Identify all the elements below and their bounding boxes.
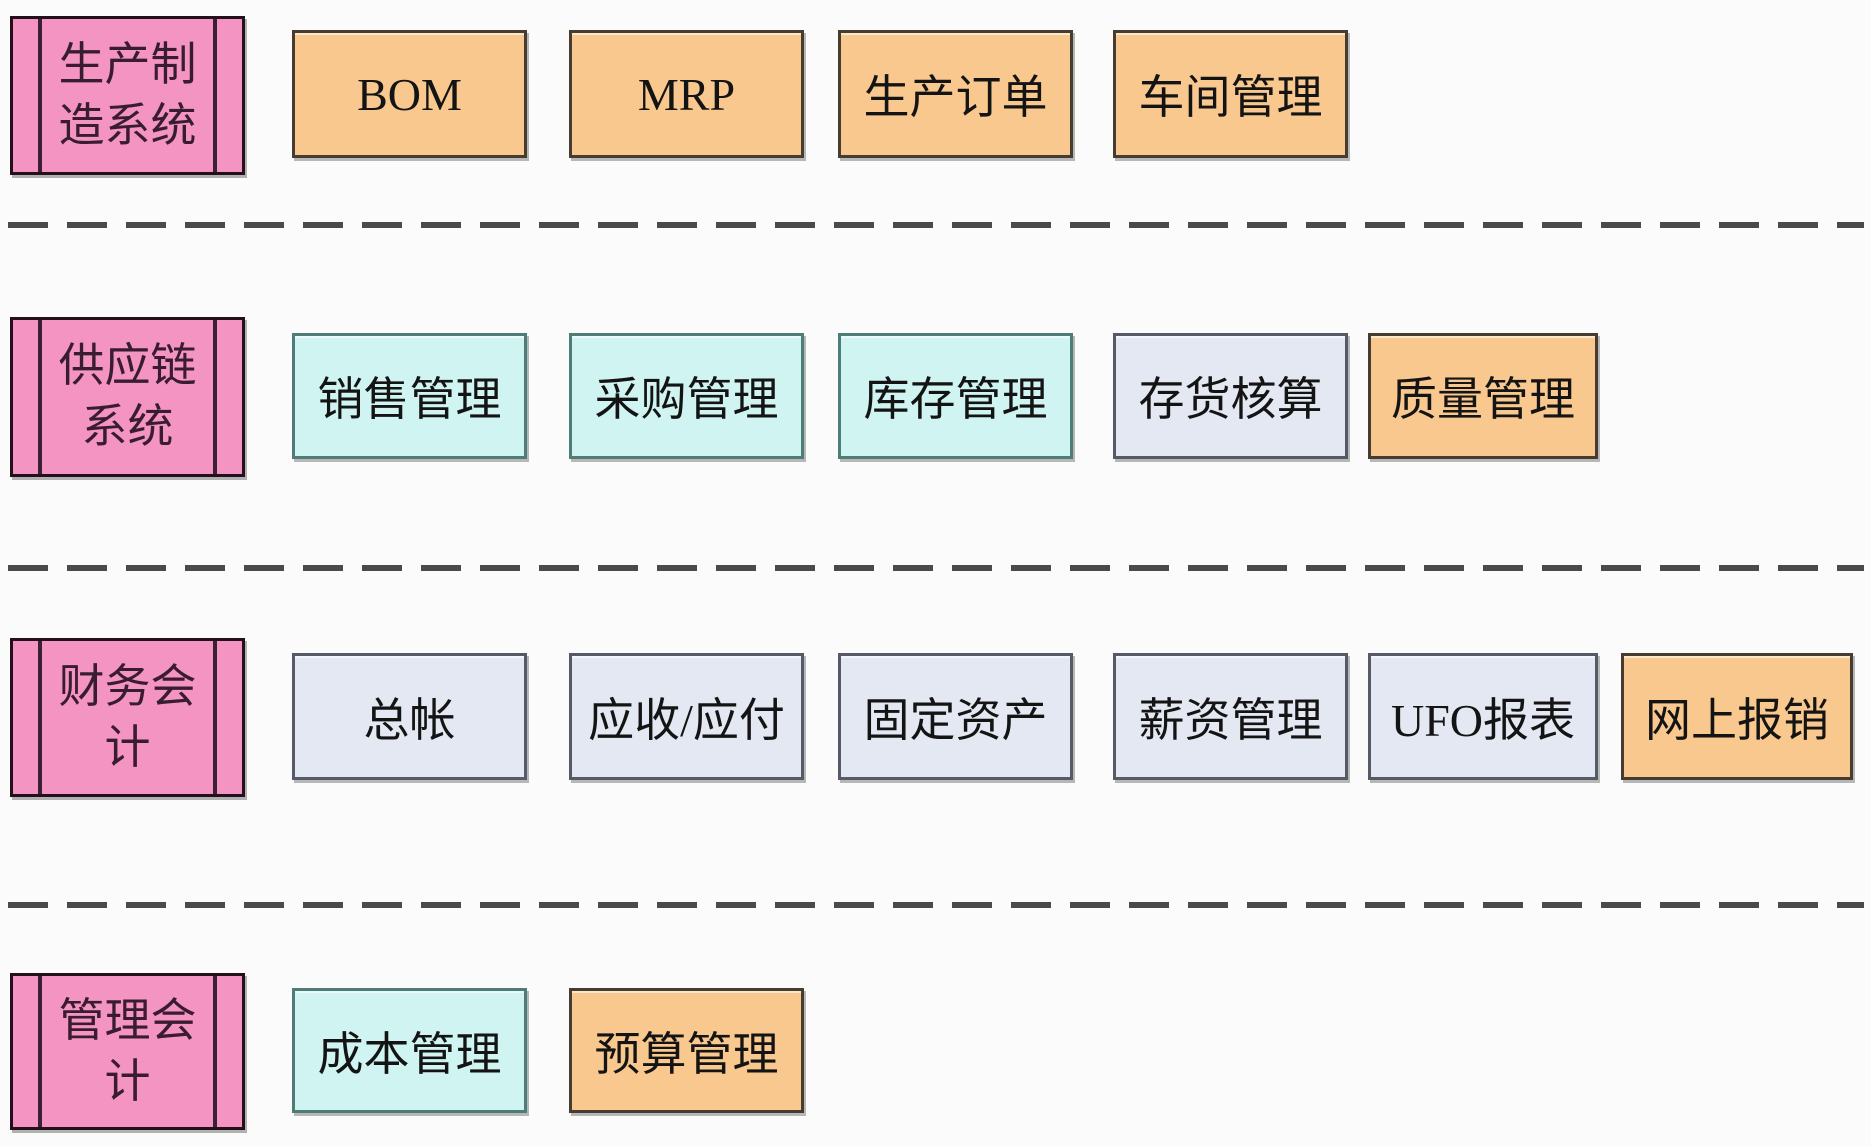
system-box-supply-chain: 供应链 系统: [10, 317, 245, 477]
module-label: 存货核算: [1138, 374, 1323, 425]
module-label: 总帐: [363, 694, 456, 746]
module-label: 库存管理: [863, 374, 1048, 425]
module-label: 网上报销: [1645, 694, 1829, 746]
system-label-line: 计: [104, 1055, 151, 1107]
module-label: 质量管理: [1391, 374, 1575, 425]
system-box-management-accounting: 管理会 计: [10, 973, 245, 1130]
system-label-line: 系统: [81, 401, 174, 452]
module-mrp: MRP: [569, 30, 804, 158]
system-label-line: 供应链: [58, 340, 197, 392]
module-payroll-management: 薪资管理: [1113, 653, 1348, 780]
module-label: 车间管理: [1138, 72, 1323, 123]
module-fixed-assets: 固定资产: [838, 653, 1073, 780]
module-purchasing-management: 采购管理: [569, 333, 804, 459]
module-online-expense: 网上报销: [1621, 653, 1853, 780]
system-label-line: 计: [104, 721, 151, 773]
module-label: 生产订单: [863, 72, 1048, 123]
module-general-ledger: 总帐: [292, 653, 527, 780]
module-inventory-management: 库存管理: [838, 333, 1073, 459]
module-label: 预算管理: [594, 1028, 779, 1080]
module-label: 销售管理: [317, 374, 502, 425]
dashed-separator: [8, 565, 1864, 571]
system-label-line: 管理会: [58, 994, 197, 1046]
dashed-separator: [8, 902, 1864, 908]
module-workshop-management: 车间管理: [1113, 30, 1348, 158]
module-label: 应收/应付: [588, 694, 785, 746]
system-label-line: 造系统: [58, 99, 197, 151]
module-stock-accounting: 存货核算: [1113, 333, 1348, 459]
module-production-order: 生产订单: [838, 30, 1073, 158]
module-quality-management: 质量管理: [1368, 333, 1598, 459]
module-cost-management: 成本管理: [292, 988, 527, 1113]
module-label: UFO报表: [1390, 694, 1576, 746]
system-box-financial-accounting: 财务会 计: [10, 638, 245, 797]
module-label: BOM: [357, 68, 462, 120]
module-ufo-reports: UFO报表: [1368, 653, 1598, 780]
module-bom: BOM: [292, 30, 527, 158]
system-box-production-manufacturing: 生产制 造系统: [10, 16, 245, 175]
module-budget-management: 预算管理: [569, 988, 804, 1113]
system-label-line: 财务会: [58, 660, 197, 712]
module-label: 采购管理: [594, 374, 779, 425]
system-label-line: 生产制: [58, 38, 197, 90]
module-receivable-payable: 应收/应付: [569, 653, 804, 780]
module-label: 成本管理: [317, 1028, 502, 1080]
module-sales-management: 销售管理: [292, 333, 527, 459]
module-label: 薪资管理: [1138, 694, 1323, 746]
module-label: MRP: [637, 68, 736, 120]
module-label: 固定资产: [863, 694, 1048, 746]
dashed-separator: [8, 222, 1864, 228]
